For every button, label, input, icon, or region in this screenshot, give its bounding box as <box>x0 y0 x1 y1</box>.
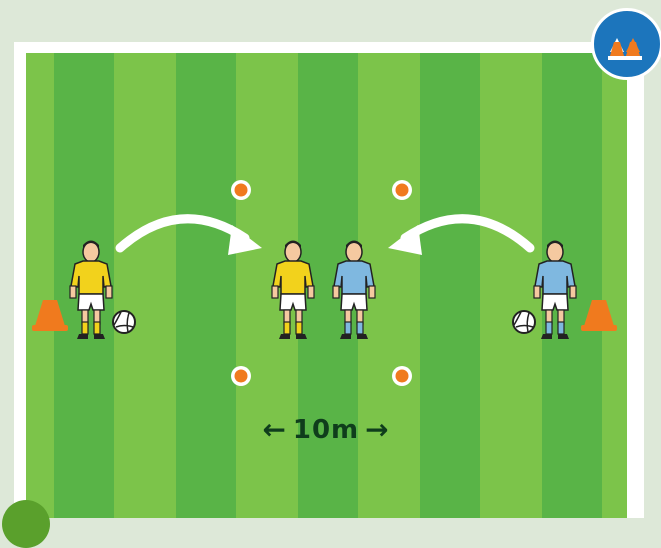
ball-icon <box>512 310 536 334</box>
marker-dot-icon <box>392 180 412 200</box>
player-icon <box>69 239 113 340</box>
cones-badge-icon <box>608 38 642 60</box>
ball-icon <box>112 310 136 334</box>
cones-badge <box>591 8 661 80</box>
distance-label: 10m <box>292 415 360 445</box>
drill-diagram <box>32 180 617 386</box>
pitch-stripe <box>420 53 480 518</box>
curved-arrow-icon <box>115 214 262 255</box>
marker-dot-icon <box>231 366 251 386</box>
cone-icon <box>581 300 617 331</box>
cone-icon <box>32 300 68 331</box>
marker-dot-icon <box>392 366 412 386</box>
curved-arrow-icon <box>388 214 535 255</box>
player-icon <box>271 239 315 340</box>
pitch-stripe <box>176 53 236 518</box>
right-arrow-icon: → <box>365 413 390 446</box>
player-icon <box>332 239 376 340</box>
left-arrow-icon: ← <box>262 413 287 446</box>
marker-dot-icon <box>231 180 251 200</box>
distance-indicator: ← 10m → <box>240 415 412 445</box>
player-icon <box>533 239 577 340</box>
